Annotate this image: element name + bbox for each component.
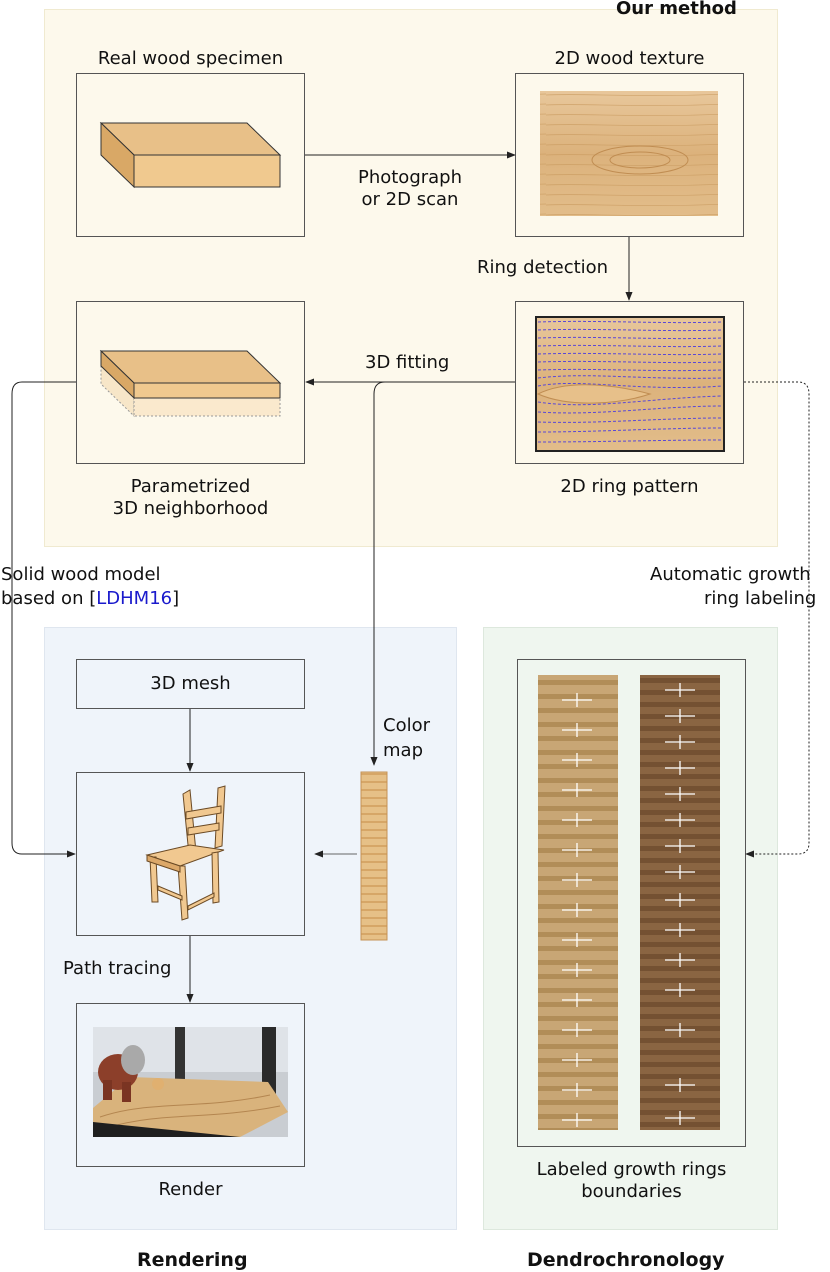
real-wood-label: Real wood specimen [97,48,284,69]
dendro-panel [483,627,778,1230]
auto-labeling-label-2: ring labeling [704,588,817,609]
arrow-color-map [370,381,437,766]
render-image [93,1027,288,1137]
color-map-strip [360,771,388,941]
dendro-title: Dendrochronology [527,1249,725,1271]
method-title: Our method [616,0,737,19]
mesh-label: 3D mesh [150,673,231,694]
solid-wood-label-1: Solid wood model [1,564,161,585]
path-tracing-label: Path tracing [63,958,172,979]
color-map-label-2: map [383,740,423,761]
ldhm16-citation-link[interactable]: LDHM16 [96,588,173,609]
texture-label: 2D wood texture [554,48,705,69]
wood-texture-image [540,91,718,216]
chair-illustration [145,785,226,921]
render-box [76,1003,305,1167]
photograph-label-2: or 2D scan [361,189,459,210]
mesh-box [76,659,305,709]
param-3d-box [76,301,305,464]
arrows [11,151,810,1003]
solid-wood-label-2: based on [LDHM16] [1,588,179,610]
ring-pattern-image [535,316,725,452]
ring-pattern-box [515,301,744,464]
arrow-auto-labeling [744,381,810,858]
chair-box [76,772,305,936]
rendering-title: Rendering [137,1249,248,1271]
labeled-rings-box [517,659,746,1147]
color-map-label-1: Color [383,715,430,736]
photograph-label-1: Photograph [357,167,463,188]
growth-ring-samples [538,675,720,1130]
wood-block-illustration [99,121,282,189]
ring-pattern-label: 2D ring pattern [560,476,699,497]
solid-wood-prefix: based on [ [1,588,97,609]
arrow-solid-wood [11,381,76,858]
param-neighborhood-illustration [99,349,282,418]
render-label: Render [158,1179,223,1200]
param-3d-label-1: Parametrized [130,476,251,497]
labeled-rings-label-1: Labeled growth rings [536,1159,727,1180]
ring-detection-label: Ring detection [477,257,609,278]
labeled-rings-label-2: boundaries [581,1181,682,1202]
auto-labeling-label-1: Automatic growth [650,564,811,585]
real-wood-box [76,73,305,237]
fitting-3d-label: 3D fitting [365,352,450,373]
param-3d-label-2: 3D neighborhood [112,498,269,519]
solid-wood-suffix: ] [172,588,180,609]
